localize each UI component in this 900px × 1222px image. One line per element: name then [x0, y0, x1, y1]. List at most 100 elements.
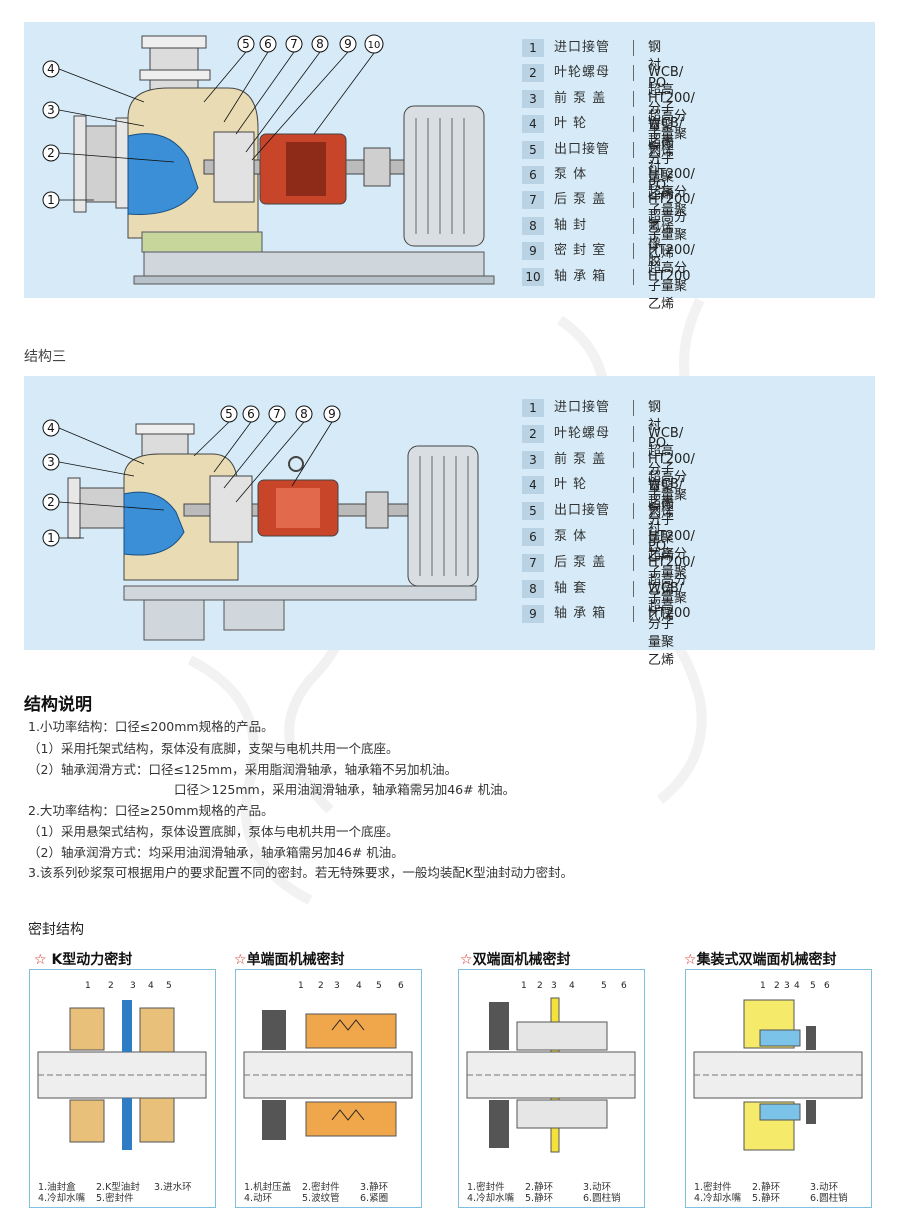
part-material: WCB/超高分子量聚乙烯 — [648, 116, 684, 204]
seal-callout: 3 — [130, 981, 136, 991]
svg-text:3: 3 — [334, 981, 340, 991]
seal-header-k-type: ☆ K型动力密封 — [34, 952, 133, 968]
double-seal-drawing: 1 2 3 4 5 6 — [466, 981, 636, 1153]
svg-text:5: 5 — [601, 981, 607, 991]
svg-text:6: 6 — [621, 981, 627, 991]
svg-text:4: 4 — [569, 981, 575, 991]
structure3-panel: 4 3 2 1 5 6 7 8 9 1 进口接管 钢衬PO 2 叶轮螺母 WCB/超高分子… — [24, 376, 875, 668]
part-material: HT200/超高分子量聚乙烯 — [648, 90, 695, 160]
callout-4: 4 — [47, 62, 55, 76]
part-number: 5 — [522, 502, 544, 521]
description-line: 1.小功率结构：口径≤200mm规格的产品。 — [28, 719, 274, 734]
callout-7: 7 — [290, 37, 298, 51]
part-name: 轴 承 箱 — [554, 606, 607, 622]
description-line: 2.大功率结构：口径≥250mm规格的产品。 — [28, 803, 274, 818]
part-material: HT200 — [648, 268, 691, 284]
svg-text:4: 4 — [356, 981, 362, 991]
callouts-left: 4 3 2 1 5 6 7 8 9 10 — [42, 34, 384, 209]
svg-text:2: 2 — [537, 981, 543, 991]
divider — [633, 268, 634, 285]
svg-text:5: 5 — [810, 981, 816, 991]
callouts: 4 3 2 1 5 6 7 8 9 — [42, 405, 341, 547]
description-line: （1）采用悬架式结构，泵体设置底脚，泵体与电机共用一个底座。 — [28, 824, 399, 839]
svg-text:1: 1 — [298, 981, 304, 991]
part-material: HT200/超高分子量聚乙烯 — [648, 451, 695, 521]
cartridge-seal-drawing: 1 2 3 4 5 6 — [693, 981, 863, 1151]
part-name: 进口接管 — [554, 40, 611, 55]
part-material: HT200 — [648, 606, 691, 622]
svg-text:8: 8 — [300, 407, 308, 421]
part-material: WCB/超高分子量聚乙烯 — [648, 477, 684, 565]
svg-text:2: 2 — [47, 495, 55, 509]
star-icon: ☆ — [684, 952, 697, 968]
part-name: 进口接管 — [554, 400, 611, 415]
divider — [633, 580, 634, 597]
divider — [633, 65, 634, 82]
callout-8: 8 — [316, 37, 324, 51]
part-material: HT200/超高分子量聚乙烯 — [648, 192, 695, 262]
part-name: 叶 轮 — [554, 116, 588, 132]
part-number: 10 — [522, 267, 544, 286]
divider — [633, 477, 634, 494]
description-line: （2）轴承润滑方式：口径≤125mm，采用脂润滑轴承，轴承箱不另加机油。 — [28, 762, 458, 777]
divider — [633, 217, 634, 234]
divider — [633, 166, 634, 183]
part-material: 钢衬PO — [648, 400, 667, 451]
part-number: 8 — [522, 216, 544, 235]
seal-callout: 4 — [148, 981, 154, 991]
svg-text:1: 1 — [47, 531, 55, 545]
part-name: 密 封 室 — [554, 243, 607, 259]
part-material: WCB/超高分子量聚乙烯 — [648, 425, 684, 513]
part-name: 泵 体 — [554, 166, 588, 182]
svg-text:4: 4 — [794, 981, 800, 991]
callout-5: 5 — [242, 37, 250, 51]
svg-text:5: 5 — [376, 981, 382, 991]
part-number: 2 — [522, 64, 544, 83]
part-number: 6 — [522, 165, 544, 184]
svg-text:6: 6 — [398, 981, 404, 991]
part-name: 叶轮螺母 — [554, 425, 611, 441]
part-material: 钢衬PO — [648, 40, 667, 91]
part-material: HT200/超高分子量聚乙烯 — [648, 166, 695, 236]
seal-callout: 2 — [108, 981, 114, 991]
part-material: HT200/超高分子量聚乙烯 — [648, 528, 695, 598]
divider — [633, 606, 634, 623]
part-number: 3 — [522, 450, 544, 469]
callout-10: 10 — [368, 40, 381, 51]
divider — [633, 451, 634, 468]
svg-text:2: 2 — [774, 981, 780, 991]
part-number: 4 — [522, 476, 544, 495]
part-name: 叶轮螺母 — [554, 65, 611, 81]
part-number: 6 — [522, 527, 544, 546]
part-material: WCB/超高分子量聚乙烯 — [648, 65, 684, 153]
svg-text:3: 3 — [784, 981, 790, 991]
part-name: 出口接管 — [554, 141, 611, 157]
callout-6: 6 — [264, 37, 272, 51]
seal-header-cartridge-double-face: ☆集装式双端面机械密封 — [684, 952, 837, 968]
part-material: 氟橡胶 — [648, 217, 662, 269]
svg-text:6: 6 — [824, 981, 830, 991]
part-number: 2 — [522, 424, 544, 443]
callout-1: 1 — [47, 193, 55, 207]
description-line: （2）轴承润滑方式：均采用油润滑轴承，轴承箱需另加46# 机油。 — [28, 845, 404, 860]
svg-text:2: 2 — [318, 981, 324, 991]
section-label-structure3: 结构三 — [24, 349, 66, 365]
divider — [633, 554, 634, 571]
seal-header-double-face: ☆双端面机械密封 — [460, 952, 571, 968]
description-title: 结构说明 — [24, 695, 92, 715]
callout-2: 2 — [47, 146, 55, 160]
description-line: 3.该系列砂浆泵可根据用户的要求配置不同的密封。若无特殊要求，一般均装配K型油封… — [28, 865, 574, 880]
part-name: 前 泵 盖 — [554, 451, 607, 467]
svg-text:5: 5 — [225, 407, 233, 421]
divider — [633, 116, 634, 133]
part-name: 出口接管 — [554, 503, 611, 519]
divider — [633, 141, 634, 158]
svg-text:1: 1 — [760, 981, 766, 991]
part-name: 后 泵 盖 — [554, 192, 607, 208]
svg-text:7: 7 — [273, 407, 281, 421]
